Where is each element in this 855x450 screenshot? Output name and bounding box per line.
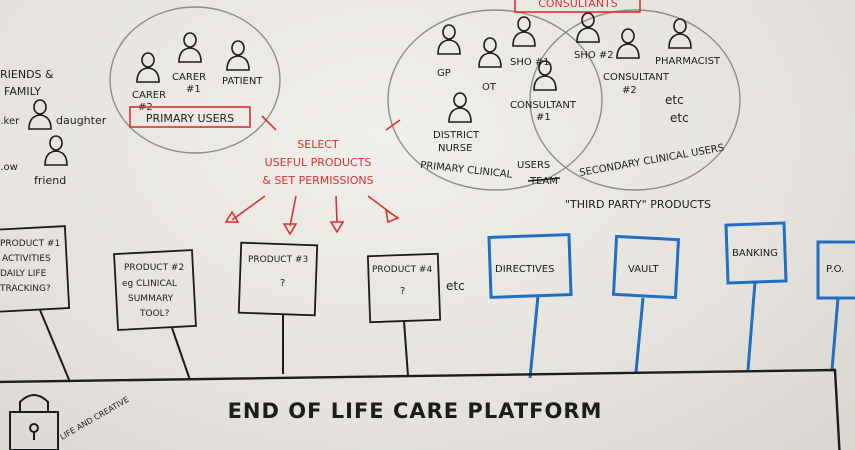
product-1-sign: PRODUCT #1 ACTIVITIES DAILY LIFE TRACKIN… [0,225,71,383]
team-strike [527,177,561,182]
friends-member-prefix: ...ker [0,116,20,127]
banking-sign [724,221,788,371]
clinical-users-word: USERS [517,160,550,171]
platform-title: END OF LIFE CARE PLATFORM [228,399,603,423]
gp-person-icon [437,24,461,55]
directives-label: DIRECTIVES [495,264,554,275]
clinical-team-crossed: TEAM [529,176,558,187]
ot-person-icon [478,37,502,68]
select-note-line-1: SELECT [297,138,339,151]
svg-text:?: ? [400,286,405,297]
product-4-sign: PRODUCT #4 ? [366,252,442,377]
select-note-line-3: & SET PERMISSIONS [262,174,373,187]
friends-family-label-2: FAMILY [4,85,41,98]
svg-text:PRODUCT #1: PRODUCT #1 [0,239,60,249]
sho-1-label: SHO #1 [510,57,550,68]
red-arrows [224,195,400,236]
primary-connector [261,115,277,131]
clinical-users-label: PRIMARY CLINICAL [420,160,513,181]
sho-2-label: SHO #2 [574,50,614,61]
pharmacist-label: PHARMACIST [655,56,721,67]
third-party-label: "THIRD PARTY" PRODUCTS [565,198,711,211]
primary-users-circle [109,6,281,154]
product-2-sign: PRODUCT #2 eg CLINICAL SUMMARY TOOL? [113,249,197,381]
consultants-banner-box [514,0,641,13]
clinical-users-circle [387,9,603,191]
products-etc: etc [446,279,465,293]
po-label: P.O. [826,264,844,275]
friends-member-prefix-2: ...ow [0,162,18,173]
consultants-banner-text: CONSULTANTS [538,0,618,10]
svg-text:PRODUCT #3: PRODUCT #3 [248,255,308,265]
friend-label: friend [34,174,66,187]
primary-users-label: PRIMARY USERS [146,112,234,125]
carer-1-label: CARER [172,72,206,83]
consultant-2-label-num: #2 [622,85,637,96]
svg-text:TOOL?: TOOL? [139,309,170,319]
friend-person-icon [44,135,68,166]
consultant-2-label: CONSULTANT [603,72,670,83]
svg-text:PRODUCT #2: PRODUCT #2 [124,263,184,273]
ot-label: OT [482,82,497,93]
select-note-line-2: USEFUL PRODUCTS [265,156,372,169]
clinical-connector [385,119,401,131]
platform-box [0,368,841,450]
secondary-users-label: SECONDARY CLINICAL USERS [579,143,725,179]
po-sign [816,240,855,371]
secondary-users-circle [529,9,741,191]
carer-1-person-icon [178,32,202,63]
daughter-label: daughter [56,114,107,127]
sho-2-person-icon [576,12,600,43]
secondary-etc-2: etc [670,111,689,125]
carer-2-label: CARER [132,90,166,101]
consultant-1-label-num: #1 [536,112,551,123]
svg-text:eg CLINICAL: eg CLINICAL [122,279,177,289]
svg-text:ACTIVITIES: ACTIVITIES [2,254,51,264]
carer-1-label-num: #1 [186,84,201,95]
district-nurse-label-1: DISTRICT [433,130,480,141]
product-3-sign: PRODUCT #3 ? [237,241,319,374]
patient-label: PATIENT [222,76,263,87]
consultant-1-label: CONSULTANT [510,100,577,111]
vault-sign [611,234,681,373]
secondary-etc-1: etc [665,93,684,107]
svg-text:SUMMARY: SUMMARY [128,294,174,304]
consultant-2-person-icon [616,28,640,59]
directives-sign [487,233,573,379]
carer-2-person-icon [136,52,160,83]
friends-family-label-1: RIENDS & [0,68,54,81]
patient-person-icon [226,40,250,71]
svg-text:TRACKING?: TRACKING? [0,284,51,294]
district-nurse-person-icon [448,92,472,123]
svg-text:?: ? [280,278,285,289]
vault-label: VAULT [628,264,660,275]
banking-label: BANKING [732,248,778,259]
svg-text:PRODUCT #4: PRODUCT #4 [372,265,432,275]
district-nurse-label-2: NURSE [438,143,472,154]
platform-logo-text: LIFE AND CREATIVE [59,395,131,442]
gp-label: GP [437,68,451,79]
primary-users-box [129,106,251,128]
daughter-person-icon [28,99,52,130]
pharmacist-person-icon [668,18,692,49]
sho-1-person-icon [512,16,536,47]
padlock-icon [9,394,59,450]
svg-text:DAILY LIFE: DAILY LIFE [0,269,47,279]
